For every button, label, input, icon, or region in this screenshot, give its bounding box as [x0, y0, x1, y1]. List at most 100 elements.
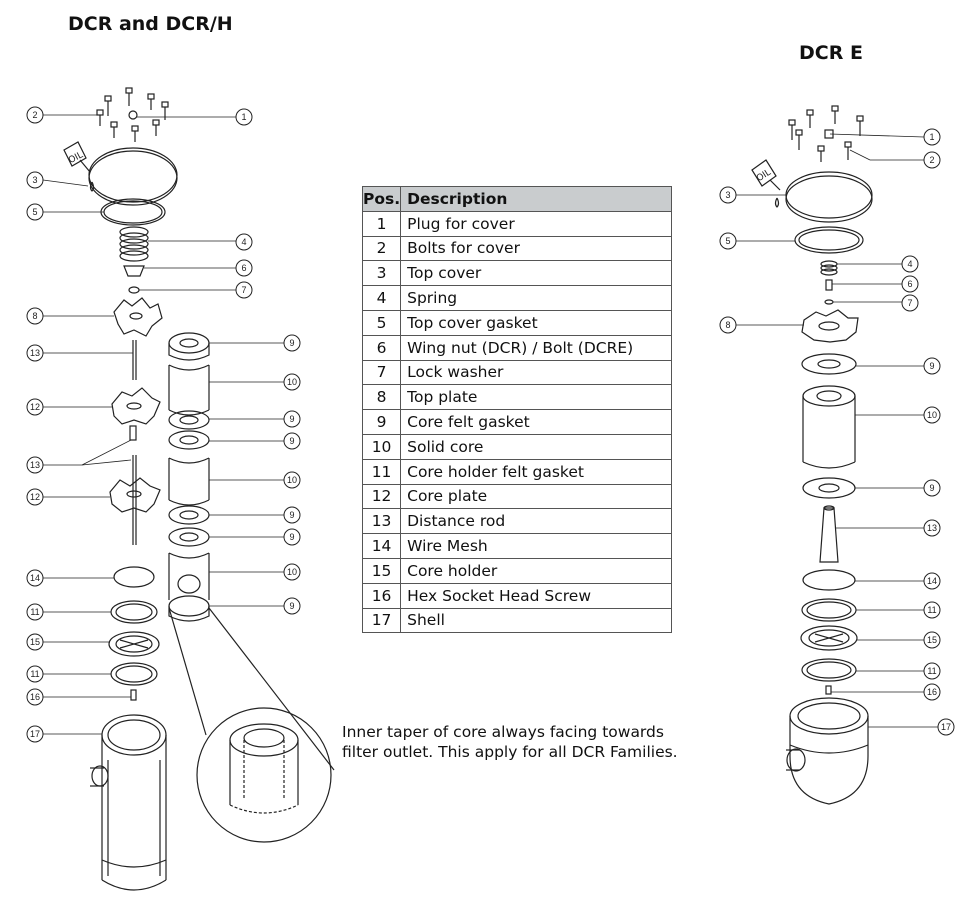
- callout-right: 6: [901, 275, 919, 293]
- callout-number: 3: [725, 190, 730, 200]
- right-top-cover: [785, 171, 873, 219]
- callout-left-column: 9: [283, 432, 301, 450]
- callout-right: 14: [923, 572, 941, 590]
- right-wire-mesh: [802, 569, 856, 591]
- callout-number: 9: [929, 483, 934, 493]
- right-bolt: [825, 279, 833, 291]
- row-description: Core holder felt gasket: [400, 458, 673, 485]
- callout-number: 9: [289, 532, 294, 542]
- row-pos: 12: [361, 483, 402, 510]
- left-shell: [90, 714, 167, 891]
- callout-left-column: 9: [283, 506, 301, 524]
- callout-right: 4: [901, 255, 919, 273]
- callout-number: 9: [289, 601, 294, 611]
- left-spring: [119, 226, 149, 262]
- callout-right: 11: [923, 662, 941, 680]
- callout-number: 14: [30, 573, 40, 583]
- header-pos: Pos.: [361, 186, 402, 212]
- left-wing-nut: [123, 265, 145, 277]
- row-description: Spring: [400, 285, 673, 311]
- row-pos: 1: [361, 210, 402, 237]
- callout-number: 6: [907, 279, 912, 289]
- left-hex-socket-screw: [130, 689, 137, 701]
- row-pos: 17: [361, 607, 402, 634]
- row-pos: 8: [361, 384, 402, 411]
- left-lock-washer: [128, 286, 140, 294]
- left-diagram-title: DCR and DCR/H: [68, 13, 233, 35]
- left-oil-label: OIL: [67, 150, 85, 166]
- row-description: Core felt gasket: [400, 409, 673, 435]
- callout-left-outer: 15: [26, 633, 44, 651]
- callout-left-outer: 13: [26, 344, 44, 362]
- left-cover-bolts: [96, 87, 169, 142]
- row-description: Top cover gasket: [400, 309, 673, 336]
- left-wire-mesh: [113, 566, 155, 588]
- callout-number: 13: [30, 348, 40, 358]
- callout-number: 14: [927, 576, 937, 586]
- callout-right: 9: [923, 479, 941, 497]
- row-description: Top cover: [400, 260, 673, 287]
- row-pos: 7: [361, 359, 402, 386]
- callout-number: 4: [907, 259, 912, 269]
- callout-right: 1: [923, 128, 941, 146]
- callout-number: 7: [241, 285, 246, 295]
- row-pos: 3: [361, 260, 402, 287]
- callout-number: 11: [30, 669, 39, 679]
- callout-left-column: 10: [283, 373, 301, 391]
- callout-left-column: 10: [283, 471, 301, 489]
- row-description: Hex Socket Head Screw: [400, 582, 673, 609]
- callout-number: 10: [287, 475, 297, 485]
- right-solid-core: [802, 385, 856, 469]
- callout-left-outer: 12: [26, 488, 44, 506]
- left-core-holder: [108, 631, 160, 657]
- callout-left-outer: 11: [26, 665, 44, 683]
- row-pos: 15: [361, 557, 402, 584]
- callout-right: 5: [719, 232, 737, 250]
- callout-left-outer: 17: [26, 725, 44, 743]
- row-pos: 9: [361, 409, 402, 435]
- callout-number: 7: [907, 298, 912, 308]
- row-pos: 11: [361, 458, 402, 485]
- callout-number: 11: [927, 666, 936, 676]
- row-pos: 2: [361, 235, 402, 262]
- parts-table-header: Pos. Description: [361, 186, 673, 212]
- callout-left-column: 9: [283, 597, 301, 615]
- callout-left-outer: 2: [26, 106, 44, 124]
- row-description: Wire Mesh: [400, 533, 673, 559]
- row-description: Shell: [400, 607, 673, 634]
- core-detail-zoom-circle: [196, 707, 332, 843]
- callout-number: 13: [927, 523, 937, 533]
- callout-left-outer: 8: [26, 307, 44, 325]
- callout-number: 9: [289, 436, 294, 446]
- left-top-plate: [113, 297, 163, 337]
- callout-number: 17: [30, 729, 40, 739]
- callout-number: 4: [241, 237, 246, 247]
- right-core-holder: [800, 625, 858, 651]
- row-description: Plug for cover: [400, 210, 673, 237]
- callout-number: 9: [289, 338, 294, 348]
- right-oil-label: OIL: [755, 168, 773, 184]
- callout-right: 16: [923, 683, 941, 701]
- callout-left-outer: 5: [26, 203, 44, 221]
- callout-left-outer: 13: [26, 456, 44, 474]
- callout-left-outer: 11: [26, 603, 44, 621]
- callout-right: 17: [937, 718, 955, 736]
- callout-right: 13: [923, 519, 941, 537]
- callout-right: 11: [923, 601, 941, 619]
- callout-number: 15: [927, 635, 937, 645]
- right-top-cover-gasket: [794, 226, 864, 254]
- row-description: Core plate: [400, 483, 673, 510]
- callout-number: 5: [725, 236, 730, 246]
- callout-number: 15: [30, 637, 40, 647]
